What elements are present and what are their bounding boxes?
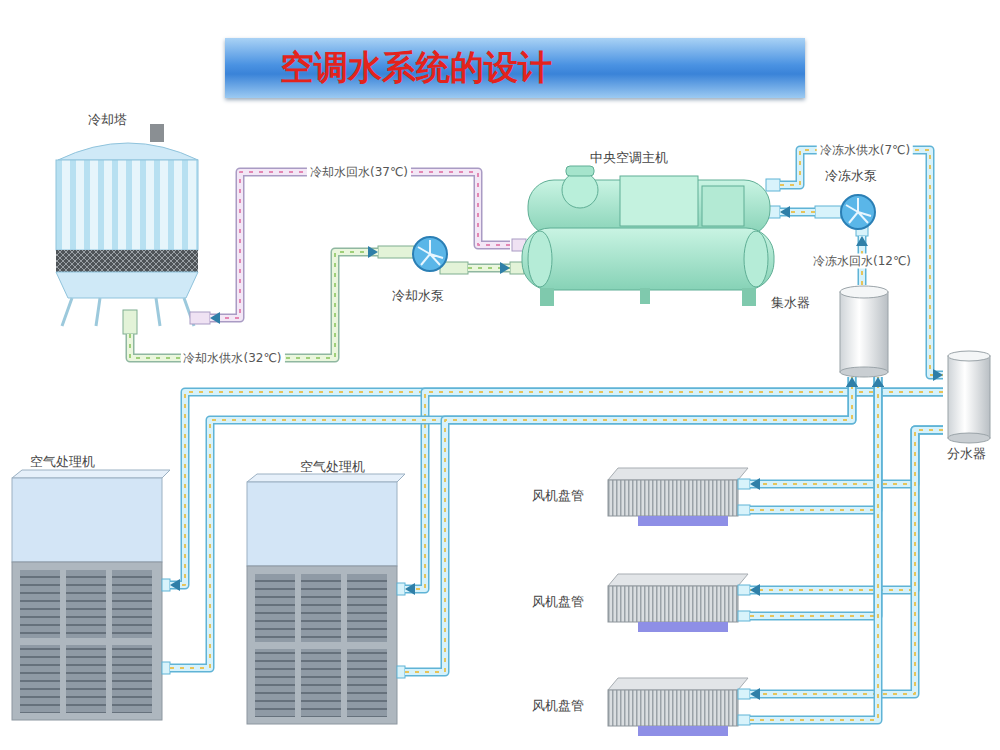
equipment-box: 中央空调主机 [510,150,780,310]
water-pipe [750,377,884,616]
water-pipe [130,246,378,358]
water-pipe [750,377,884,720]
title-banner: 空调水系统的设计 [225,38,805,98]
pipe-stroke [750,377,878,720]
arrow-head [210,312,220,324]
equipment-box: 空气处理机 [8,452,170,724]
arrow-head [368,246,378,258]
water-pipe [780,150,943,381]
title-text: 空调水系统的设计 [280,45,552,91]
pipe-stroke [130,252,378,358]
pipe-label: 冷却水回水(37℃) [307,165,411,180]
pipe-stroke [750,377,878,510]
arrow-head [856,236,868,246]
pipe-stroke [405,377,852,672]
equipment-label: 中央空调主机 [590,150,668,166]
pipe-stroke [750,377,878,510]
equipment-label: 风机盘管 [532,594,584,610]
arrow-head [750,688,760,700]
pipe-label: 冷却水供水(32℃) [180,351,284,366]
water-pipe [750,377,884,510]
arrow-head [750,584,760,596]
equipment-box: 冷冻水泵 [815,168,897,236]
equipment-label: 分水器 [947,446,986,462]
pipe-stroke [780,150,943,375]
pipe-stroke [750,377,878,510]
equipment-box: 冷却水泵 [378,228,468,308]
water-pipe [780,206,815,218]
pipe-stroke [130,252,378,358]
equipment-label: 冷却水泵 [392,288,444,304]
pipe-stroke [750,377,878,720]
pipe-stroke [405,377,852,672]
pipe-stroke [210,172,510,318]
equipment-label: 冷却塔 [88,112,127,128]
pipe-stroke [750,377,878,720]
pipe-stroke [780,150,943,375]
arrow-head [405,583,415,595]
equipment-box: 风机盘管 [528,568,750,640]
equipment-box: 空气处理机 [240,455,405,725]
equipment-label: 空气处理机 [30,454,95,470]
water-pipe [210,172,510,324]
pipe-stroke [750,377,878,616]
equipment-label: 空气处理机 [300,459,365,475]
pipe-label: 冷冻水回水(12℃) [810,253,914,268]
pipe-stroke [750,430,943,694]
pipe-stroke [750,377,878,616]
equipment-box: 集水器 [765,285,895,377]
water-pipe [405,377,858,672]
pipe-label: 冷冻水供水(7℃) [817,143,913,158]
equipment-box: 分水器 [943,348,995,470]
arrow-head [170,579,180,591]
equipment-label: 冷冻水泵 [825,168,877,184]
arrow-head [750,478,760,490]
pipe-stroke [750,430,943,694]
equipment-box: 冷却塔 [40,112,210,334]
pipe-stroke [405,377,852,672]
pipe-stroke [130,252,378,358]
equipment-label: 集水器 [771,295,810,311]
water-pipe [750,430,943,700]
pipe-stroke [780,150,943,375]
water-pipe [468,262,510,274]
arrow-head [933,369,943,381]
pipe-stroke [750,377,878,616]
equipment-label: 风机盘管 [532,698,584,714]
equipment-label: 风机盘管 [532,488,584,504]
equipment-box: 风机盘管 [528,672,750,744]
pipe-stroke [210,172,510,318]
arrow-head [872,377,884,387]
arrow-head [846,377,858,387]
pipe-stroke [210,172,510,318]
equipment-box: 风机盘管 [528,462,750,534]
arrow-head [500,262,510,274]
arrow-head [780,206,790,218]
pipe-stroke [750,430,943,694]
